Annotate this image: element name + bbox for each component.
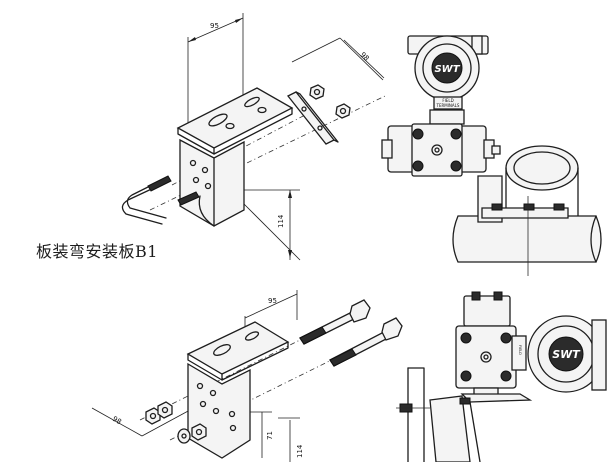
dim-label-114-bottom: 114: [296, 444, 304, 458]
transmitter-housing-top: SWT FIELD TERMINALS: [407, 35, 489, 125]
nut-washer-group: [145, 401, 207, 444]
bracket-plate: [176, 87, 294, 227]
flange-block-top: [381, 123, 501, 177]
label-field-top: FIELD: [442, 98, 453, 103]
top-transmitter-assembly: SWT FIELD TERMINALS: [381, 35, 602, 276]
dim-98-bottom: 98: [91, 407, 191, 437]
bolt-long-2: [329, 317, 403, 367]
pipe-top: [452, 145, 602, 263]
dim-label-98-top: 98: [359, 51, 371, 63]
label-field-bottom: FIELD: [518, 345, 522, 355]
dim-label-95-top: 95: [210, 22, 219, 30]
nut-2: [335, 103, 351, 119]
nut-1: [309, 84, 325, 100]
label-terminals-top: TERMINALS: [436, 103, 460, 108]
dim-114-bottom: 114: [278, 417, 304, 462]
dim-95-top: 95: [187, 13, 244, 130]
dim-label-98-bottom: 98: [111, 415, 123, 426]
flange-block-bottom: [455, 291, 517, 399]
top-bracket-assembly: 95 98 114: [121, 13, 386, 261]
mount-bracket-top: [477, 175, 569, 276]
dim-label-114-top: 114: [277, 214, 285, 228]
wall-plate: [396, 367, 533, 463]
bracket-caption: 板装弯安装板B1: [36, 242, 158, 261]
logo-text-top: SWT: [434, 64, 460, 75]
bottom-transmitter-assembly: FIELD SWT: [396, 291, 607, 463]
clamp-plate: [286, 91, 339, 145]
logo-text-bottom: SWT: [552, 348, 581, 361]
dim-98-top: 98: [291, 37, 385, 81]
bolt-long-1: [299, 299, 371, 345]
transmitter-housing-bottom: FIELD SWT: [511, 315, 607, 393]
u-bolt-top: [121, 175, 200, 225]
dim-label-95-bottom: 95: [268, 297, 277, 305]
dim-label-71: 71: [266, 431, 274, 440]
dim-71: 71: [250, 411, 274, 458]
dim-114-top: 114: [239, 189, 301, 261]
bottom-bracket-assembly: 95 98 71 114: [91, 290, 403, 462]
